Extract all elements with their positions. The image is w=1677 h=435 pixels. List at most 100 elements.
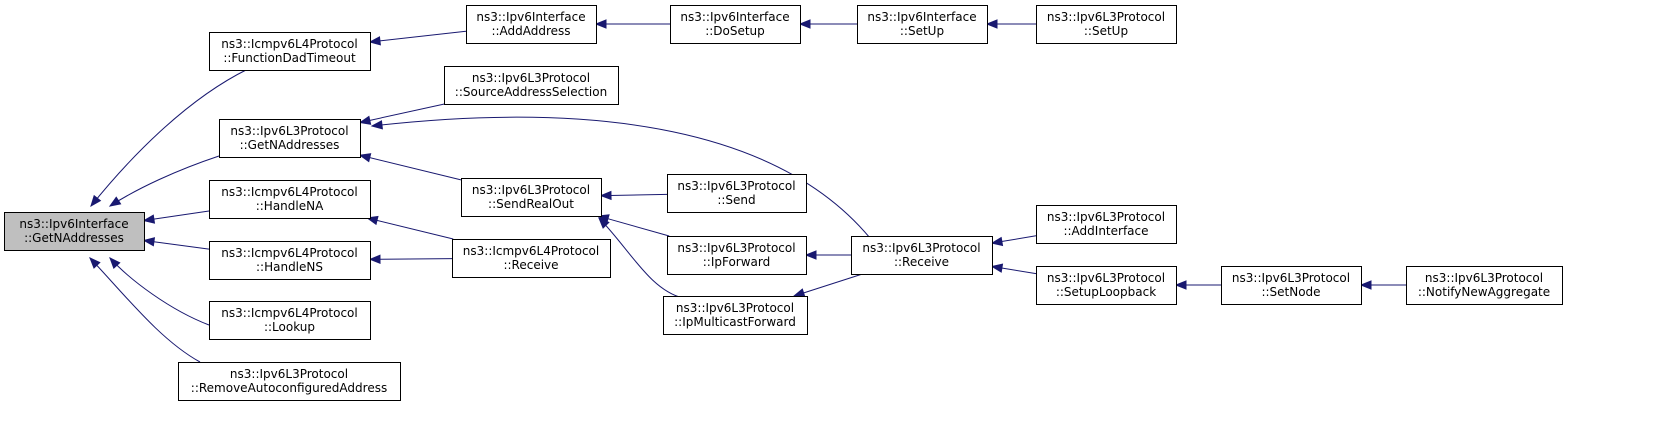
edge-add-interface-to-l3-receive-arrowhead	[990, 236, 1004, 247]
edge-getnaddresses-l3-to-getnaddresses-if	[109, 155, 220, 207]
node-method-label: ::Lookup	[264, 320, 315, 334]
node-handle-na[interactable]: ns3::Icmpv6L4Protocol::HandleNA	[209, 180, 371, 219]
node-add-interface[interactable]: ns3::Ipv6L3Protocol::AddInterface	[1036, 205, 1177, 244]
edge-l3-setup-to-if-setup-arrowhead	[985, 19, 998, 29]
node-class-label: ns3::Ipv6L3Protocol	[1047, 10, 1165, 24]
node-box	[209, 241, 371, 280]
node-box	[667, 174, 807, 213]
node-method-label: ::DoSetup	[705, 24, 765, 38]
node-add-address[interactable]: ns3::Ipv6Interface::AddAddress	[466, 5, 597, 44]
edge-remove-autoconf-to-getnaddresses-if-arrowhead	[89, 257, 101, 269]
node-class-label: ns3::Icmpv6L4Protocol	[221, 246, 357, 260]
edge-icmp-receive-to-handle-na	[375, 219, 454, 240]
edge-send-to-send-real-out-arrowhead	[599, 190, 612, 201]
edge-send-to-send-real-out	[609, 193, 668, 196]
node-method-label: ::HandleNA	[256, 199, 324, 213]
node-class-label: ns3::Icmpv6L4Protocol	[221, 306, 357, 320]
node-class-label: ns3::Ipv6Interface	[867, 10, 976, 24]
node-box	[1036, 205, 1177, 244]
node-source-address-selection[interactable]: ns3::Ipv6L3Protocol::SourceAddressSelect…	[444, 66, 619, 105]
node-box	[4, 212, 145, 251]
edge-handle-ns-to-getnaddresses-if-arrowhead	[142, 237, 156, 247]
node-ip-forward[interactable]: ns3::Ipv6L3Protocol::IpForward	[667, 236, 807, 275]
edge-l3-receive-to-ip-multicast-forward	[802, 273, 863, 294]
edge-notify-new-aggregate-to-set-node-arrowhead	[1359, 280, 1372, 290]
node-box	[851, 236, 993, 275]
node-remove-autoconf[interactable]: ns3::Ipv6L3Protocol::RemoveAutoconfigure…	[178, 362, 401, 401]
node-handle-ns[interactable]: ns3::Icmpv6L4Protocol::HandleNS	[209, 241, 371, 280]
node-box	[209, 180, 371, 219]
node-method-label: ::SetUp	[900, 24, 944, 38]
edge-icmp-receive-to-handle-ns	[378, 258, 453, 260]
edge-handle-na-to-getnaddresses-if	[152, 210, 210, 220]
edge-send-real-out-to-getnaddresses-l3	[368, 156, 462, 181]
node-box	[461, 178, 602, 217]
node-class-label: ns3::Ipv6L3Protocol	[1047, 210, 1165, 224]
node-method-label: ::IpForward	[703, 255, 771, 269]
edge-function-dad-timeout-to-getnaddresses-if	[90, 68, 249, 207]
edge-ip-multicast-forward-to-send-real-out-arrowhead	[598, 217, 610, 229]
node-method-label: ::SourceAddressSelection	[455, 85, 607, 99]
node-layer: ns3::Ipv6Interface::GetNAddressesns3::Ic…	[4, 5, 1563, 401]
edge-source-address-selection-to-getnaddresses-l3	[368, 103, 445, 122]
edge-lookup-to-getnaddresses-if-arrowhead	[109, 257, 121, 269]
node-send-real-out[interactable]: ns3::Ipv6L3Protocol::SendRealOut	[461, 178, 602, 217]
edge-ip-multicast-forward-to-send-real-out	[598, 217, 684, 299]
edge-if-setup-to-do-setup-arrowhead	[798, 19, 811, 29]
node-method-label: ::Receive	[894, 255, 949, 269]
edge-l3-receive-to-ip-forward-arrowhead	[804, 250, 817, 260]
edge-set-node-to-setup-loopback-arrowhead	[1174, 280, 1187, 290]
node-class-label: ns3::Ipv6L3Protocol	[230, 367, 348, 381]
node-box	[1406, 266, 1563, 305]
node-box	[466, 5, 597, 44]
node-lookup[interactable]: ns3::Icmpv6L4Protocol::Lookup	[209, 301, 371, 340]
edge-lookup-to-getnaddresses-if	[109, 257, 210, 326]
node-class-label: ns3::Ipv6L3Protocol	[677, 179, 795, 193]
node-class-label: ns3::Icmpv6L4Protocol	[221, 185, 357, 199]
edge-setup-loopback-to-l3-receive-arrowhead	[990, 263, 1004, 273]
node-method-label: ::SetNode	[1261, 285, 1320, 299]
node-set-node[interactable]: ns3::Ipv6L3Protocol::SetNode	[1221, 266, 1362, 305]
node-method-label: ::Send	[717, 193, 755, 207]
node-method-label: ::GetNAddresses	[24, 231, 124, 245]
node-box	[663, 296, 808, 335]
edge-ip-forward-to-send-real-out	[606, 217, 670, 237]
node-icmp-receive[interactable]: ns3::Icmpv6L4Protocol::Receive	[452, 239, 611, 278]
edge-add-address-to-function-dad-timeout	[378, 30, 467, 42]
node-l3-setup[interactable]: ns3::Ipv6L3Protocol::SetUp	[1036, 5, 1177, 44]
edge-add-interface-to-l3-receive	[1000, 235, 1037, 243]
node-box	[1221, 266, 1362, 305]
edge-icmp-receive-to-handle-ns-arrowhead	[368, 254, 381, 264]
edge-getnaddresses-l3-to-getnaddresses-if-arrowhead	[108, 196, 122, 207]
node-send[interactable]: ns3::Ipv6L3Protocol::Send	[667, 174, 807, 213]
edge-source-address-selection-to-getnaddresses-l3-arrowhead	[358, 115, 372, 125]
node-class-label: ns3::Icmpv6L4Protocol	[463, 244, 599, 258]
node-method-label: ::HandleNS	[256, 260, 323, 274]
node-box	[452, 239, 611, 278]
node-do-setup[interactable]: ns3::Ipv6Interface::DoSetup	[670, 5, 801, 44]
node-method-label: ::AddAddress	[491, 24, 570, 38]
node-class-label: ns3::Ipv6L3Protocol	[1232, 271, 1350, 285]
node-class-label: ns3::Ipv6L3Protocol	[677, 241, 795, 255]
node-ip-multicast-forward[interactable]: ns3::Ipv6L3Protocol::IpMulticastForward	[663, 296, 808, 335]
node-function-dad-timeout[interactable]: ns3::Icmpv6L4Protocol::FunctionDadTimeou…	[209, 32, 371, 71]
node-method-label: ::Receive	[503, 258, 558, 272]
node-box	[1036, 5, 1177, 44]
node-l3-receive[interactable]: ns3::Ipv6L3Protocol::Receive	[851, 236, 993, 275]
node-notify-new-aggregate[interactable]: ns3::Ipv6L3Protocol::NotifyNewAggregate	[1406, 266, 1563, 305]
node-class-label: ns3::Ipv6L3Protocol	[472, 183, 590, 197]
node-if-setup[interactable]: ns3::Ipv6Interface::SetUp	[857, 5, 988, 44]
node-box	[209, 301, 371, 340]
node-class-label: ns3::Ipv6L3Protocol	[472, 71, 590, 85]
node-method-label: ::SendRealOut	[488, 197, 574, 211]
node-getnaddresses-l3[interactable]: ns3::Ipv6L3Protocol::GetNAddresses	[219, 119, 361, 158]
node-box	[444, 66, 619, 105]
node-class-label: ns3::Ipv6L3Protocol	[676, 301, 794, 315]
node-setup-loopback[interactable]: ns3::Ipv6L3Protocol::SetupLoopback	[1036, 266, 1177, 305]
node-getnaddresses-if[interactable]: ns3::Ipv6Interface::GetNAddresses	[4, 212, 145, 251]
node-method-label: ::GetNAddresses	[240, 138, 340, 152]
edge-setup-loopback-to-l3-receive	[1000, 267, 1037, 275]
edge-l3-receive-to-getnaddresses-l3	[371, 116, 871, 239]
edge-handle-ns-to-getnaddresses-if	[152, 241, 210, 250]
